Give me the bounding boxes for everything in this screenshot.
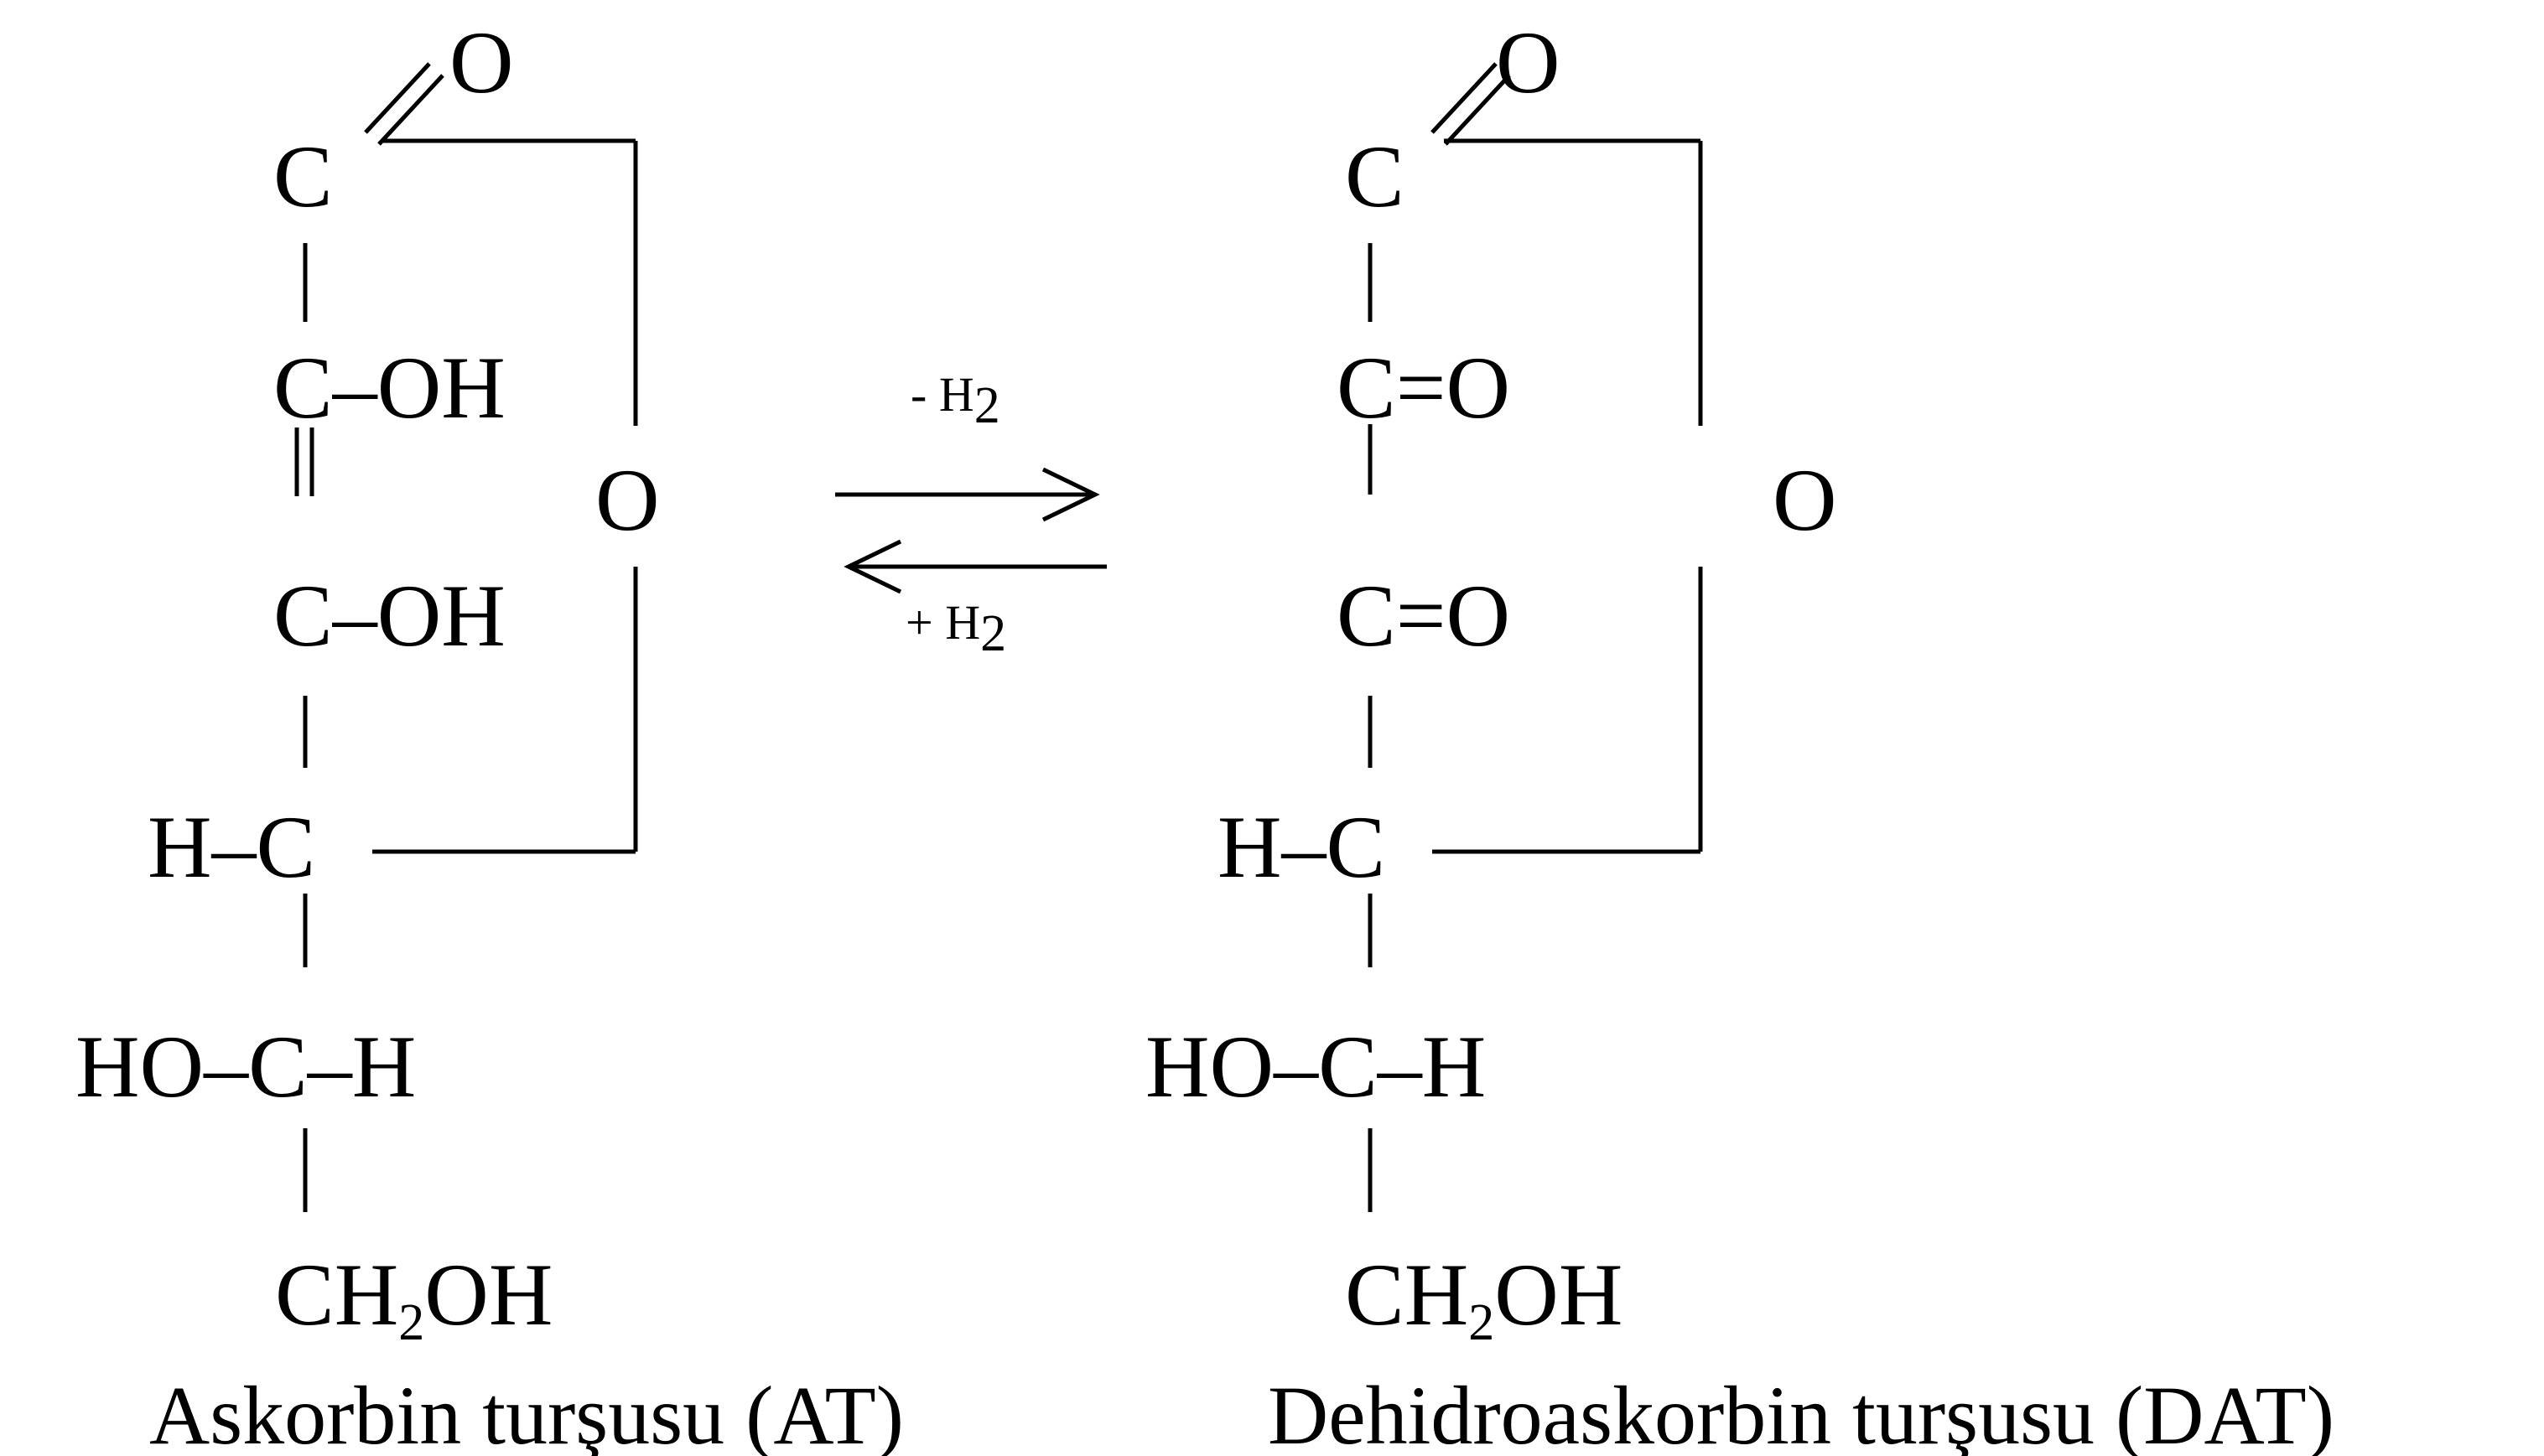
dat-carbonyl-bond-1	[1430, 62, 1498, 134]
at-c1: C	[273, 127, 333, 225]
dat-ring-oxygen: O	[1773, 451, 1837, 549]
at-caption: Askorbin turşusu (AT)	[149, 1369, 904, 1456]
dat-caption: Dehidroaskorbin turşusu (DAT)	[1268, 1369, 2334, 1456]
forward-arrowhead	[1041, 467, 1100, 522]
dat-c3: C=O	[1337, 567, 1510, 665]
at-c5: HO–C–H	[75, 1018, 416, 1116]
dat-c2: C=O	[1337, 339, 1510, 437]
at-ring-oxygen: O	[595, 451, 660, 549]
dat-c5: HO–C–H	[1145, 1018, 1486, 1116]
dat-carbonyl-bond-2	[1444, 74, 1511, 146]
dat-carbonyl-oxygen: O	[1496, 13, 1560, 111]
at-carbonyl-bond-2	[377, 74, 444, 146]
equilibrium-arrows: - H2 + H2	[835, 367, 1107, 662]
dat-c4: H–C	[1217, 798, 1385, 896]
reverse-label: + H2	[906, 595, 1006, 662]
dehydroascorbic-acid-structure: O O C C=O C=O H–C HO–C–H CH2OH Dehidroas…	[1145, 13, 2334, 1456]
dat-c1: C	[1345, 127, 1404, 225]
at-carbonyl-bond-1	[364, 62, 431, 134]
at-c6: CH2OH	[275, 1246, 553, 1351]
dat-c6: CH2OH	[1345, 1246, 1622, 1351]
reverse-arrowhead	[844, 539, 902, 594]
at-carbonyl-oxygen: O	[449, 13, 514, 111]
forward-label: - H2	[911, 367, 1000, 434]
ascorbic-acid-structure: O O C C–OH C–OH H–C HO–C–H CH2OH Askorbi…	[75, 13, 904, 1456]
at-c3-oh: C–OH	[273, 567, 506, 665]
at-c4: H–C	[148, 798, 315, 896]
at-c2-oh: C–OH	[273, 339, 506, 437]
